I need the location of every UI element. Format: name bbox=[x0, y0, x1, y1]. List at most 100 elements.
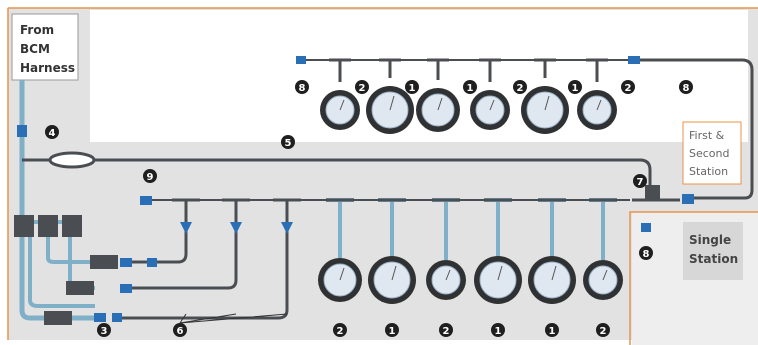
regulator-1 bbox=[90, 255, 118, 269]
callout-junction-7-circle bbox=[633, 174, 647, 188]
connector-left-4 bbox=[17, 125, 27, 137]
callout-bottom-4-circle bbox=[491, 323, 505, 337]
top-gauge-needle-3 bbox=[437, 97, 443, 111]
connector-branch-3 bbox=[94, 313, 106, 322]
drop-connector-2 bbox=[230, 222, 242, 234]
connector-branch-3b bbox=[112, 313, 122, 322]
callout-top-8-circle bbox=[679, 80, 693, 94]
callout-junction-7: 7 bbox=[633, 174, 647, 188]
callout-bottom-1-text: 2 bbox=[337, 326, 344, 337]
callout-top-7: 2 bbox=[621, 80, 635, 94]
callout-top-2-circle bbox=[355, 80, 369, 94]
bottom-row-tees bbox=[172, 198, 617, 260]
callout-left-4-circle bbox=[45, 125, 59, 139]
callout-top-5-circle bbox=[513, 80, 527, 94]
first-second-line1: First & bbox=[689, 129, 725, 142]
regulator-2 bbox=[66, 281, 94, 295]
top-tee-5 bbox=[534, 58, 556, 78]
callout-bottom-6-text: 2 bbox=[600, 326, 607, 337]
top-row-tees bbox=[329, 58, 608, 82]
callout-group-3-text: 3 bbox=[101, 326, 108, 337]
bottom-gauge-needle-2 bbox=[391, 265, 397, 281]
leader-6-2 bbox=[179, 313, 237, 324]
callout-valve-9-circle bbox=[143, 169, 157, 183]
first-second-line3: Station bbox=[689, 165, 728, 178]
bottom-gauge-needle-1 bbox=[339, 267, 345, 281]
callout-bottom-4-text: 1 bbox=[495, 326, 502, 337]
connector-valve-9 bbox=[140, 196, 152, 205]
connector-branch-1 bbox=[120, 258, 132, 267]
callout-top-8: 8 bbox=[679, 80, 693, 94]
callout-bottom-2-circle bbox=[385, 323, 399, 337]
drop-tee-3 bbox=[273, 198, 301, 222]
callout-top-6-text: 1 bbox=[572, 83, 579, 94]
top-tee-1 bbox=[329, 58, 351, 82]
callout-bottom-1-circle bbox=[333, 323, 347, 337]
callout-group-3: 3 bbox=[97, 323, 111, 337]
callout-group-6: 6 bbox=[173, 323, 187, 337]
valve-block-2 bbox=[38, 215, 58, 237]
callout-top-4-circle bbox=[463, 80, 477, 94]
callout-bottom-6-circle bbox=[596, 323, 610, 337]
top-gauge-needle-1 bbox=[339, 99, 345, 111]
callout-top-1: 8 bbox=[295, 80, 309, 94]
callout-single-8: 8 bbox=[639, 246, 653, 260]
top-gauge-needle-5 bbox=[544, 95, 550, 111]
callout-single-8-text: 8 bbox=[643, 249, 650, 260]
callout-bottom-2-text: 1 bbox=[389, 326, 396, 337]
callout-bottom-3-text: 2 bbox=[443, 326, 450, 337]
callout-trunk-5: 5 bbox=[281, 135, 295, 149]
callout-top-5-text: 2 bbox=[517, 83, 524, 94]
callout-bottom-1: 2 bbox=[333, 323, 347, 337]
upper-loop-hose bbox=[633, 58, 754, 200]
connector-first-second bbox=[682, 194, 694, 204]
connector-top-left bbox=[296, 56, 306, 64]
callout-bottom-4: 1 bbox=[491, 323, 505, 337]
callout-top-2-text: 2 bbox=[359, 83, 366, 94]
single-station-line2: Station bbox=[689, 252, 738, 266]
regulator-3 bbox=[44, 311, 72, 325]
callout-bottom-5-circle bbox=[545, 323, 559, 337]
top-white-area bbox=[90, 10, 748, 142]
callout-top-6-circle bbox=[568, 80, 582, 94]
connector-single bbox=[641, 223, 651, 232]
callout-trunk-5-circle bbox=[281, 135, 295, 149]
callout-top-6: 1 bbox=[568, 80, 582, 94]
junction-tee bbox=[645, 185, 660, 200]
top-gauge-needle-2 bbox=[389, 95, 395, 111]
callout-top-3-circle bbox=[405, 80, 419, 94]
main-feed-hose bbox=[19, 80, 95, 321]
bottom-gauge-needle-6 bbox=[602, 269, 608, 281]
callout-group-6-text: 6 bbox=[177, 326, 184, 337]
single-station-box bbox=[683, 222, 743, 280]
callout-top-1-circle bbox=[295, 80, 309, 94]
top-tee-3 bbox=[427, 58, 449, 80]
bottom-gauge-needle-3 bbox=[445, 269, 451, 281]
connectors bbox=[17, 56, 694, 322]
first-second-station-box bbox=[682, 121, 742, 185]
callout-bottom-5: 1 bbox=[545, 323, 559, 337]
bottom-row-gauges bbox=[318, 256, 623, 304]
callout-top-3: 1 bbox=[405, 80, 419, 94]
top-tee-2 bbox=[379, 58, 401, 78]
top-tee-4 bbox=[479, 58, 501, 82]
top-tee-6 bbox=[586, 58, 608, 82]
bottom-gauge-needle-4 bbox=[497, 265, 503, 281]
single-station-border bbox=[629, 211, 758, 345]
callout-top-4: 1 bbox=[463, 80, 477, 94]
connector-branch-2 bbox=[120, 284, 132, 293]
bottom-gauge-needle-5 bbox=[551, 265, 557, 281]
callout-single-8-circle bbox=[639, 246, 653, 260]
leader-6-3 bbox=[179, 313, 288, 324]
callout-top-5: 2 bbox=[513, 80, 527, 94]
from-bcm-box bbox=[11, 13, 79, 81]
branch-hose-a bbox=[46, 235, 95, 264]
from-bcm-line1: From bbox=[20, 23, 54, 37]
inline-filter bbox=[48, 151, 96, 169]
callout-top-2: 2 bbox=[355, 80, 369, 94]
top-gauge-needle-4 bbox=[489, 99, 495, 111]
first-second-line2: Second bbox=[689, 147, 729, 160]
callout-top-1-text: 8 bbox=[299, 83, 306, 94]
callout-valve-9: 9 bbox=[143, 169, 157, 183]
